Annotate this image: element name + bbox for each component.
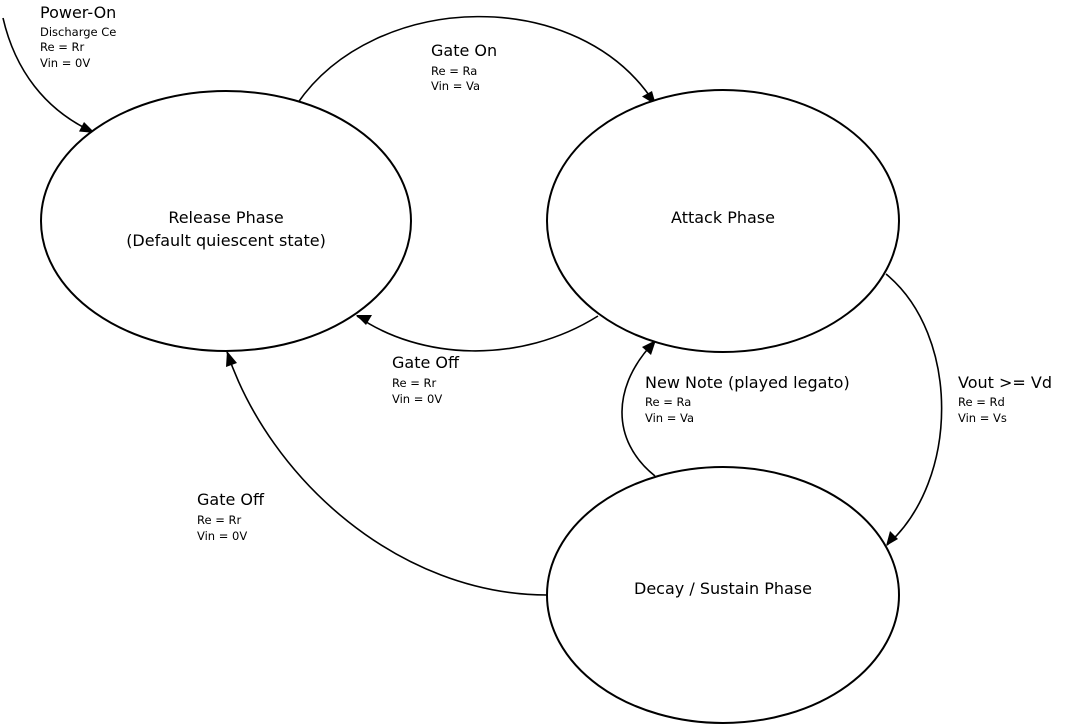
edge-vout-vd-line <box>885 273 943 546</box>
edge-gate-off-attack-line <box>356 315 599 352</box>
label-new-note-detail-2: Vin = Va <box>645 411 694 425</box>
state-release-label-line2: (Default quiescent state) <box>126 231 326 250</box>
label-power-on-detail-1: Discharge Ce <box>40 25 116 39</box>
edge-power-on-arrowhead <box>79 122 95 133</box>
transition-power-on <box>2 17 95 133</box>
state-decay-sustain[interactable]: Decay / Sustain Phase <box>546 466 900 724</box>
state-decay-label: Decay / Sustain Phase <box>634 579 812 598</box>
transition-vout-vd <box>885 273 943 546</box>
edge-gate-off-attack-arrowhead <box>356 315 372 325</box>
label-gate-on-detail-1: Re = Ra <box>431 64 477 78</box>
label-gate-off-decay-detail-2: Vin = 0V <box>197 529 247 543</box>
label-gate-off-attack: Gate Off Re = Rr Vin = 0V <box>392 353 460 406</box>
state-attack-label: Attack Phase <box>671 208 775 227</box>
transition-gate-off-decay <box>226 351 548 596</box>
edge-vout-vd-arrowhead <box>886 531 898 546</box>
label-vout-vd-detail-1: Re = Rd <box>958 395 1005 409</box>
label-power-on-detail-3: Vin = 0V <box>40 56 90 70</box>
label-new-note-detail-1: Re = Ra <box>645 395 691 409</box>
edge-power-on-line <box>2 17 94 133</box>
state-attack-ellipse[interactable] <box>546 89 900 353</box>
label-vout-vd-detail-2: Vin = Vs <box>958 411 1007 425</box>
label-gate-on-detail-2: Vin = Va <box>431 79 480 93</box>
label-gate-off-decay-title: Gate Off <box>197 490 265 509</box>
label-power-on-detail-2: Re = Rr <box>40 40 84 54</box>
state-release-ellipse[interactable] <box>40 90 412 352</box>
label-new-note: New Note (played legato) Re = Ra Vin = V… <box>645 373 850 425</box>
edge-new-note-line <box>621 340 656 477</box>
label-gate-off-decay-detail-1: Re = Rr <box>197 513 241 527</box>
edge-gate-on-line <box>296 15 656 105</box>
label-gate-off-attack-title: Gate Off <box>392 353 460 372</box>
edge-new-note-arrowhead <box>642 340 656 355</box>
label-gate-on-title: Gate On <box>431 41 497 60</box>
state-decay-ellipse[interactable] <box>546 466 900 724</box>
label-gate-off-attack-detail-1: Re = Rr <box>392 376 436 390</box>
state-attack[interactable]: Attack Phase <box>546 89 900 353</box>
label-power-on: Power-On Discharge Ce Re = Rr Vin = 0V <box>40 3 116 70</box>
state-release-label-line1: Release Phase <box>168 208 283 227</box>
label-vout-vd: Vout >= Vd Re = Rd Vin = Vs <box>958 373 1052 425</box>
label-gate-off-attack-detail-2: Vin = 0V <box>392 392 442 406</box>
label-vout-vd-title: Vout >= Vd <box>958 373 1052 392</box>
label-new-note-title: New Note (played legato) <box>645 373 850 392</box>
transition-new-note <box>621 340 656 477</box>
edge-gate-off-decay-arrowhead <box>226 351 237 367</box>
label-gate-on: Gate On Re = Ra Vin = Va <box>431 41 497 93</box>
label-power-on-title: Power-On <box>40 3 116 22</box>
edge-gate-off-decay-line <box>226 351 548 596</box>
label-gate-off-decay: Gate Off Re = Rr Vin = 0V <box>197 490 265 543</box>
state-release[interactable]: Release Phase (Default quiescent state) <box>40 90 412 352</box>
transition-gate-off-attack <box>356 315 599 352</box>
